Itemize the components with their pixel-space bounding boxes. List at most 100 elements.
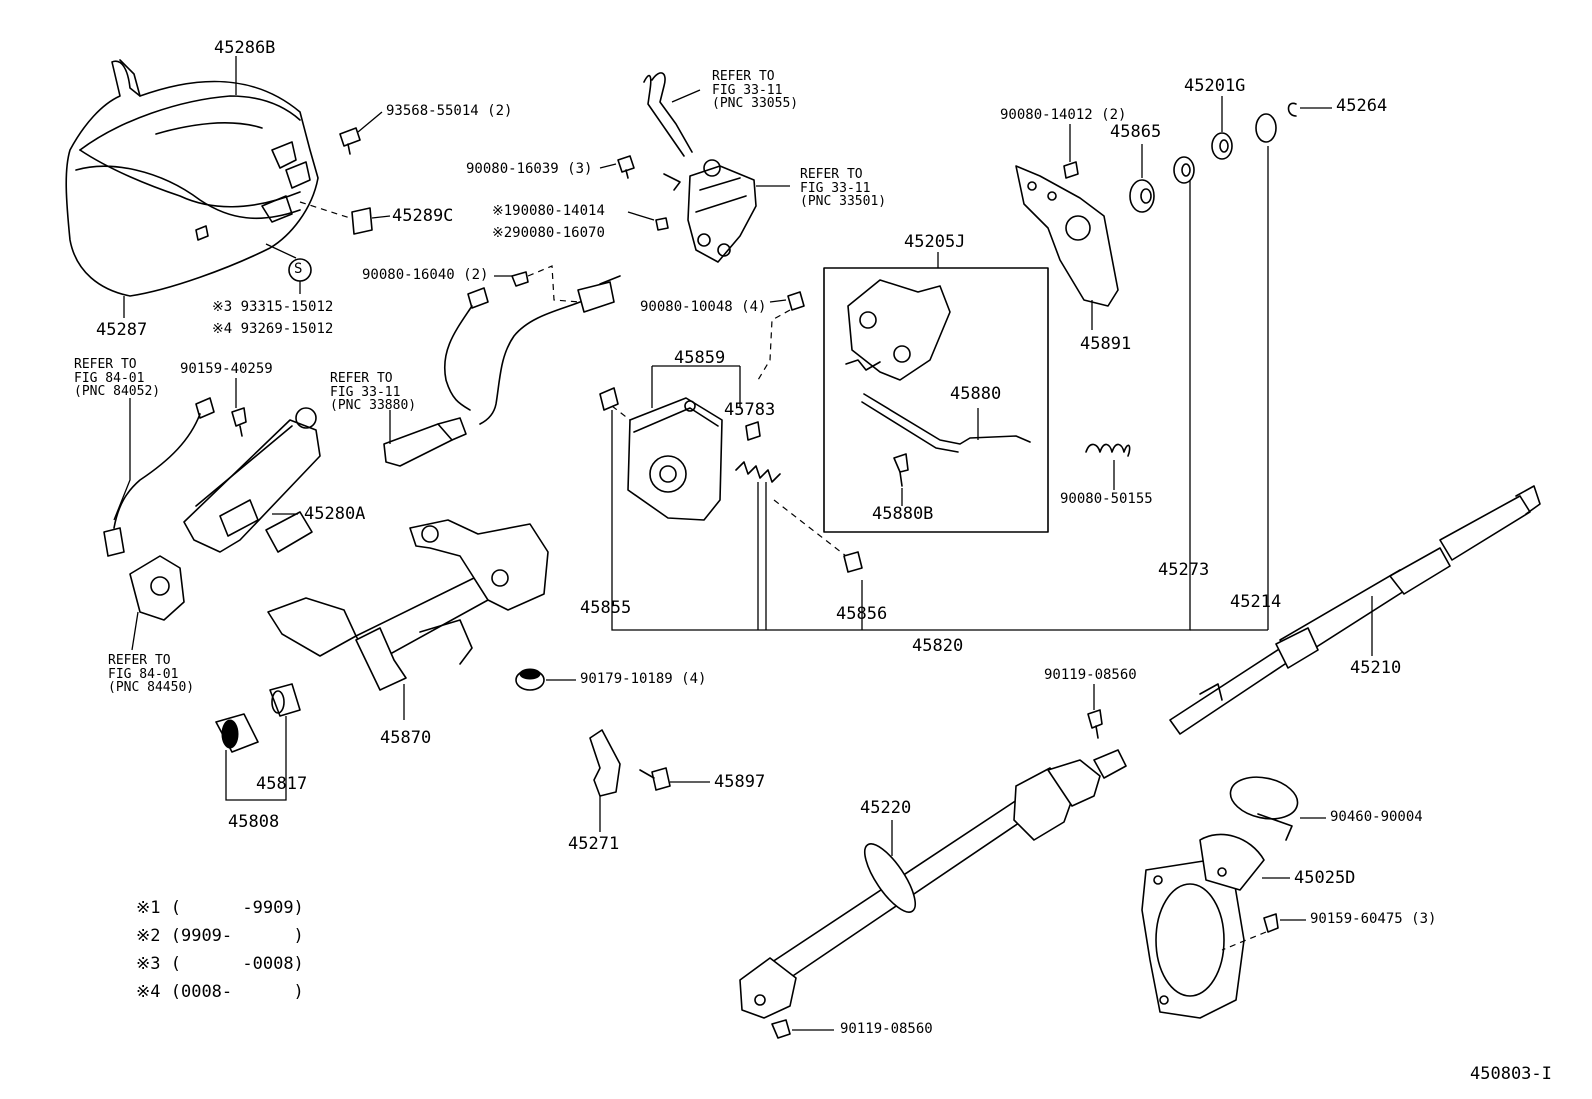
label-90159-60475: 90159-60475 (3)	[1310, 911, 1437, 927]
bushing-45808	[215, 713, 259, 753]
screw-90080-10048	[787, 291, 805, 311]
clip-45289c	[351, 207, 373, 235]
grommet-90179-top	[519, 668, 541, 680]
note-row-2: ※2 (9909- )	[136, 928, 304, 945]
label-90080-16039: 90080-16039 (3)	[466, 161, 593, 177]
mark-4: ※4	[212, 321, 233, 337]
label-45783: 45783	[724, 400, 776, 420]
screw-93568	[339, 127, 361, 155]
screw-90159-40259-shank	[239, 425, 243, 437]
washer-45865-hole	[1140, 188, 1152, 204]
note-2-range: (9909- )	[170, 926, 304, 946]
bracket-45891	[1015, 165, 1119, 307]
label-45271: 45271	[568, 834, 620, 854]
label-90119-bottom: 90119-08560	[840, 1021, 933, 1037]
label-90080-16040: 90080-16040 (2)	[362, 267, 489, 283]
label-45210: 45210	[1350, 658, 1402, 678]
ref-33880-l1: REFER TO	[330, 371, 393, 386]
note3-line: ※3 93315-15012	[212, 300, 333, 314]
screw-90159-40259	[231, 407, 247, 427]
bolt-45856	[843, 551, 863, 573]
label-90080-10048: 90080-10048 (4)	[640, 299, 767, 315]
wire-84052	[103, 397, 215, 557]
label-45880: 45880	[950, 384, 1002, 404]
screw-90080-16039-shank	[625, 169, 629, 179]
spring-lock	[735, 461, 781, 483]
label-45820: 45820	[912, 636, 964, 656]
ref-33055-l1: REFER TO	[712, 69, 775, 84]
note-3-range: ( -0008)	[170, 954, 304, 974]
label-90080-14012: 90080-14012 (2)	[1000, 107, 1127, 123]
ref-84052-l3: (PNC 84052)	[74, 384, 161, 400]
label-45891: 45891	[1080, 334, 1132, 354]
label-45865: 45865	[1110, 122, 1162, 142]
label-45264: 45264	[1336, 96, 1388, 116]
label-45287: 45287	[96, 320, 148, 340]
group-box-45205j	[823, 267, 1049, 533]
note-1-mark: ※1	[136, 898, 161, 918]
lock-bar-45880	[861, 393, 1031, 453]
code-90080-14014: 90080-14014	[512, 203, 605, 219]
housing-45859	[627, 397, 723, 521]
code-93269: 93269-15012	[240, 321, 334, 337]
bolt-90119-top-shank	[1095, 725, 1099, 739]
label-45025d: 45025D	[1294, 868, 1356, 888]
bolt-45897	[651, 767, 671, 791]
bearing-45273	[1173, 156, 1195, 184]
lock-lever-33055	[643, 72, 693, 157]
bolt-90119-bottom	[771, 1019, 791, 1039]
ref-33501-l1: REFER TO	[800, 167, 863, 182]
screw-90080-14012	[1063, 161, 1079, 179]
screw-45880b-shank	[899, 471, 903, 487]
boot-45025d	[1141, 833, 1265, 1019]
ref-33055-l2: FIG 33-11	[712, 82, 783, 98]
leader-45808-45817	[225, 716, 287, 801]
label-45220: 45220	[860, 798, 912, 818]
code-93315: 93315-15012	[240, 299, 334, 315]
leader-45289c	[371, 215, 391, 219]
main-shaft-45210	[1169, 485, 1541, 735]
pin-45783	[745, 421, 761, 441]
spring-90080-50155	[1085, 443, 1131, 457]
dash-45855	[611, 405, 631, 421]
wire-harness-33880	[383, 275, 621, 467]
bracket-45271	[589, 729, 621, 797]
bolt-45855	[599, 387, 619, 411]
label-90159-40259: 90159-40259	[180, 361, 273, 377]
ignition-lock-33501	[663, 159, 757, 263]
note2-line: ※290080-16070	[492, 226, 605, 240]
ref-84450-l2: FIG 84-01	[108, 666, 179, 682]
column-tube-45280a	[183, 407, 321, 553]
mark-1: ※1	[492, 203, 513, 219]
screw-90080-14014	[655, 217, 669, 231]
dash-45289c	[299, 201, 351, 219]
label-45855: 45855	[580, 598, 632, 618]
label-93568: 93568-55014 (2)	[386, 103, 513, 119]
label-45289c: 45289C	[392, 206, 454, 226]
label-90179: 90179-10189 (4)	[580, 671, 707, 687]
bolt-45897-shank	[639, 769, 655, 779]
note4-line: ※4 93269-15012	[212, 322, 333, 336]
intermediate-shaft-45220	[739, 749, 1127, 1019]
label-45859: 45859	[674, 348, 726, 368]
bearing-45273-hole	[1181, 163, 1191, 177]
code-90080-16070: 90080-16070	[512, 225, 605, 241]
ref-33880-l2: FIG 33-11	[330, 384, 401, 400]
lock-bracket-45205j	[845, 279, 951, 381]
column-bracket-45870	[267, 519, 549, 691]
note-row-1: ※1 ( -9909)	[136, 900, 304, 917]
leader-90080-10048	[769, 299, 787, 303]
note-2-mark: ※2	[136, 926, 161, 946]
label-90080-50155: 90080-50155	[1060, 491, 1153, 507]
ref-84052-l2: FIG 84-01	[74, 370, 145, 386]
leader-90080-16039	[599, 163, 617, 169]
snap-ring-45264	[1287, 102, 1297, 117]
screw-45880b	[893, 453, 909, 473]
ref-33501-l2: FIG 33-11	[800, 180, 871, 196]
band-90460	[1229, 776, 1299, 841]
label-45880b: 45880B	[872, 504, 934, 524]
